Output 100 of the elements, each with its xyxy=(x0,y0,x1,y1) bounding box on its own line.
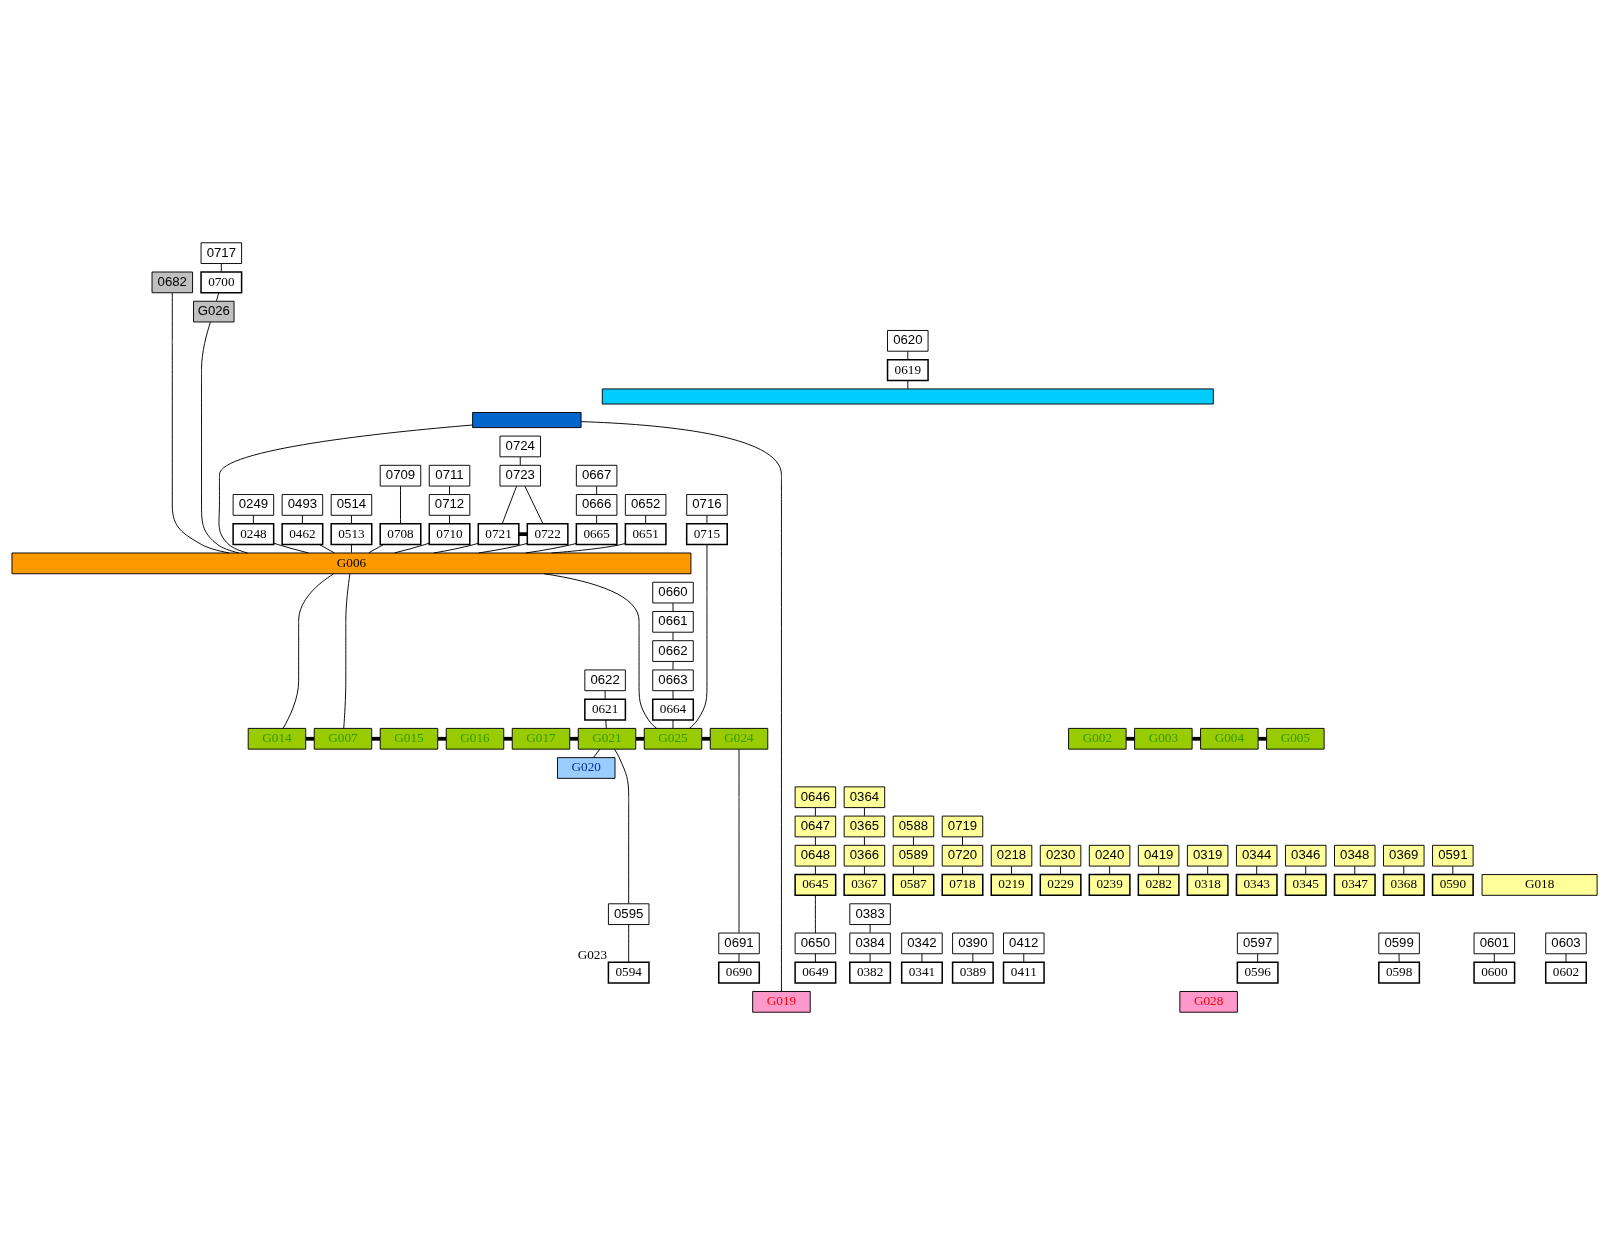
node-box: G015 xyxy=(379,727,439,750)
node-box: 0383 xyxy=(849,903,891,925)
node-box: 0601 xyxy=(1473,932,1516,955)
node-box: 0720 xyxy=(941,844,984,867)
node-box: G021 xyxy=(577,727,637,750)
connector xyxy=(351,514,352,524)
node-box: 0346 xyxy=(1285,844,1327,867)
node-box: 0666 xyxy=(575,494,618,516)
connector xyxy=(706,514,708,524)
node-box: 0600 xyxy=(1473,961,1516,984)
connector xyxy=(319,544,335,554)
connector xyxy=(701,736,710,741)
node-box: 0723 xyxy=(499,464,541,487)
connector xyxy=(596,514,598,524)
node-box: 0660 xyxy=(652,581,694,604)
connector xyxy=(869,924,871,934)
connector xyxy=(1305,865,1307,875)
node-box: 0652 xyxy=(624,494,667,516)
connector xyxy=(519,456,521,466)
connector xyxy=(1060,865,1062,875)
connector xyxy=(863,807,865,817)
node-box: G025 xyxy=(643,727,703,750)
connector xyxy=(449,485,450,495)
node-box: 0709 xyxy=(379,464,422,487)
node-box: 0708 xyxy=(379,523,422,546)
connector xyxy=(869,953,871,963)
connector xyxy=(525,543,577,554)
connector xyxy=(672,602,674,612)
node-box: 0282 xyxy=(1137,873,1180,897)
node-box: 0645 xyxy=(794,873,837,897)
connector xyxy=(580,421,782,992)
node-box: 0389 xyxy=(951,961,994,984)
node-label: G023 xyxy=(577,946,608,962)
node-box: 0412 xyxy=(1003,932,1045,955)
node-box: 0619 xyxy=(886,358,929,382)
node-box: G024 xyxy=(709,727,769,750)
node-box: 0369 xyxy=(1383,844,1425,867)
node-box: 0690 xyxy=(718,961,761,984)
node-box: G018 xyxy=(1481,874,1598,896)
connector xyxy=(962,836,963,846)
connector xyxy=(814,865,816,875)
node-box: 0620 xyxy=(887,330,929,352)
connector xyxy=(596,485,598,495)
connector xyxy=(635,736,644,741)
node-box: 0718 xyxy=(941,873,984,897)
node-bar xyxy=(472,412,582,429)
node-box: 0700 xyxy=(200,271,243,294)
node-box: G019 xyxy=(752,991,811,1013)
connector xyxy=(645,514,647,524)
connector xyxy=(569,736,578,741)
connector xyxy=(371,736,380,741)
node-box: 0712 xyxy=(428,494,471,516)
node-box: 0594 xyxy=(607,961,650,984)
connector xyxy=(1158,865,1160,875)
connector xyxy=(604,690,606,700)
connector xyxy=(437,736,446,741)
node-box: 0651 xyxy=(624,523,667,546)
node-box: 0365 xyxy=(843,815,886,838)
node-box: 0646 xyxy=(794,786,837,809)
node-box: 0665 xyxy=(575,523,618,546)
connector xyxy=(605,719,607,729)
node-box: 0419 xyxy=(1137,844,1180,867)
node-box: G007 xyxy=(313,727,373,750)
connector xyxy=(689,544,708,729)
connector xyxy=(907,380,909,390)
connector xyxy=(1258,736,1267,741)
connector xyxy=(738,953,740,963)
connector xyxy=(543,573,657,729)
connector xyxy=(368,544,384,554)
node-box: 0715 xyxy=(685,523,728,546)
node-box: 0218 xyxy=(990,844,1033,867)
node-box: 0230 xyxy=(1039,844,1082,867)
connector xyxy=(814,807,816,817)
node-box: 0650 xyxy=(794,932,837,955)
node-box: 0384 xyxy=(849,932,891,955)
node-box: 0722 xyxy=(526,523,569,546)
connector xyxy=(913,865,914,875)
connector xyxy=(738,748,740,934)
node-box: 0622 xyxy=(584,669,626,692)
connector xyxy=(478,542,528,554)
node-box: 0667 xyxy=(575,464,618,487)
connector xyxy=(305,736,314,741)
node-box: 0239 xyxy=(1088,873,1131,897)
node-box: G005 xyxy=(1266,727,1325,750)
node-box: 0595 xyxy=(607,903,650,925)
node-box: 0719 xyxy=(941,815,984,838)
node-box: 0647 xyxy=(794,815,837,838)
node-box: G017 xyxy=(511,727,571,750)
connector xyxy=(1192,736,1201,741)
node-box: 0599 xyxy=(1378,932,1420,955)
connector xyxy=(863,865,865,875)
node-box: 0344 xyxy=(1235,844,1278,867)
node-box: 0589 xyxy=(892,844,935,867)
node-box: 0240 xyxy=(1088,844,1131,867)
connector xyxy=(1256,865,1258,875)
node-box: 0711 xyxy=(428,464,471,487)
node-box: 0367 xyxy=(843,873,886,897)
node-box: G006 xyxy=(11,552,692,575)
node-box: 0662 xyxy=(652,640,694,662)
node-box: G026 xyxy=(193,300,235,323)
